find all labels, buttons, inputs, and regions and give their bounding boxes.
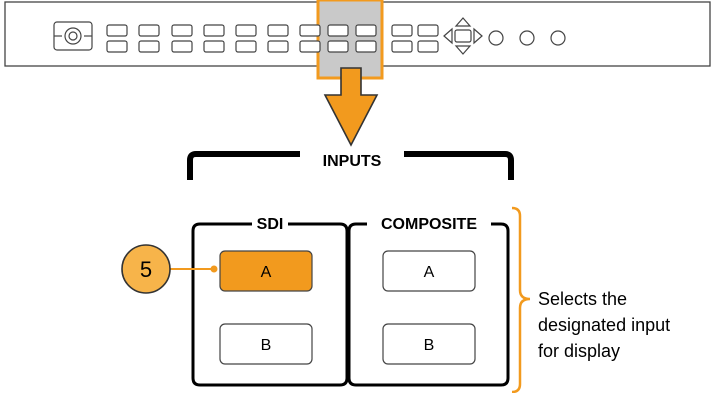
composite-group: COMPOSITE A B — [347, 216, 510, 387]
composite-title: COMPOSITE — [381, 216, 477, 233]
inputs-bracket: INPUTS — [187, 151, 514, 180]
callout: 5 — [121, 244, 218, 294]
description-line-1: Selects the — [538, 289, 627, 309]
inputs-title: INPUTS — [323, 153, 382, 170]
front-panel — [4, 0, 711, 80]
composite-a-button[interactable]: A — [382, 250, 476, 292]
knob-2-icon — [519, 30, 535, 46]
sdi-title: SDI — [257, 216, 284, 233]
description-brace — [511, 206, 531, 393]
sdi-a-button[interactable]: A — [219, 250, 313, 292]
inputs-highlight — [316, 0, 384, 80]
sdi-b-button[interactable]: B — [219, 323, 313, 365]
panel-button-grid — [106, 24, 439, 53]
pointer-arrow-icon — [323, 67, 379, 147]
callout-number: 5 — [140, 257, 152, 282]
knob-3-icon — [550, 30, 566, 46]
arrow-keys-icon — [443, 17, 483, 55]
composite-b-button[interactable]: B — [382, 323, 476, 365]
composite-b-label: B — [424, 337, 435, 354]
sdi-group: SDI A B — [191, 216, 349, 387]
composite-a-label: A — [424, 264, 435, 281]
description-line-2: designated input — [538, 315, 670, 335]
knob-1-icon — [488, 30, 504, 46]
knob-icon — [53, 21, 93, 51]
callout-dot — [210, 265, 218, 273]
sdi-a-label: A — [261, 264, 272, 281]
sdi-b-label: B — [261, 337, 272, 354]
description-text: Selects the designated input for display — [538, 289, 670, 361]
description-line-3: for display — [538, 341, 620, 361]
callout-badge — [121, 244, 171, 294]
